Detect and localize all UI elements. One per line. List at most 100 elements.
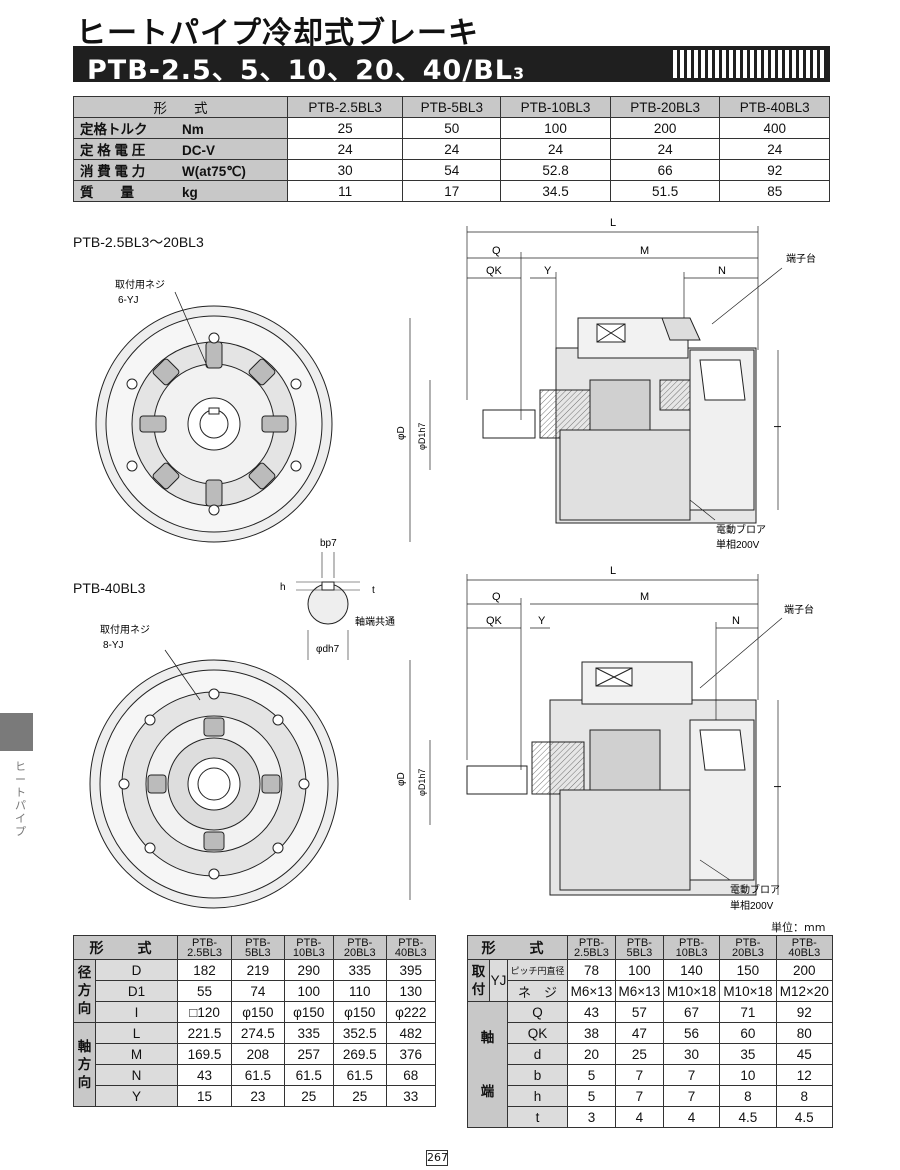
side-dims-bottom	[409, 574, 783, 900]
dim-cell: 4	[662, 1106, 721, 1128]
dim-right-head-label: 形 式	[467, 935, 568, 960]
terminal-label-bottom: 端子台	[784, 603, 814, 616]
svg-text:M: M	[640, 245, 649, 257]
dim-cell: 15	[176, 1085, 233, 1107]
group-radial: 径方向	[73, 959, 96, 1023]
dim-cell: 61.5	[333, 1064, 387, 1086]
blower-spec-bottom: 単相200V	[730, 899, 774, 912]
dim-cell: 45	[775, 1043, 834, 1065]
mount-screw-qty-bottom: 8-YJ	[103, 640, 124, 651]
spec-row-name: 質 量	[80, 185, 134, 200]
dim-cell: 74	[231, 980, 285, 1002]
side-view-top	[482, 317, 757, 524]
spec-cell: 92	[719, 159, 830, 181]
spec-row-unit: W(at75℃)	[182, 164, 246, 179]
dim-symbol: b	[507, 1064, 568, 1086]
dim-cell: □120	[176, 1001, 233, 1023]
dim-symbol: d	[507, 1043, 568, 1065]
dim-cell: 335	[283, 1022, 335, 1044]
spec-cell: 85	[719, 180, 830, 202]
spec-cell: 11	[286, 180, 404, 202]
dim-cell: 10	[719, 1064, 777, 1086]
terminal-label-top: 端子台	[786, 252, 816, 265]
dim-symbol: Q	[507, 1001, 568, 1023]
group-mount: 取付	[467, 959, 490, 1002]
dim-cell: 33	[385, 1085, 436, 1107]
dim-cell: 57	[614, 1001, 664, 1023]
dim-cell: 269.5	[333, 1043, 387, 1065]
dim-cell: 55	[176, 980, 233, 1002]
model-header: PTB- 10BL3	[283, 935, 335, 960]
dim-symbol: QK	[507, 1022, 568, 1044]
dim-symbol: D1	[95, 980, 178, 1002]
spec-model: PTB-20BL3	[609, 96, 721, 118]
dim-cell: φ150	[333, 1001, 387, 1023]
dim-cell: 169.5	[176, 1043, 233, 1065]
spec-row-unit: Nm	[182, 122, 204, 137]
dim-cell: 25	[333, 1085, 387, 1107]
spec-row-name: 定格トルク	[80, 122, 148, 137]
dim-symbol: L	[95, 1022, 178, 1044]
dim-cell: 4	[614, 1106, 664, 1128]
dim-cell: φ150	[231, 1001, 285, 1023]
shaft-common-label: 軸端共通	[355, 615, 395, 628]
side-tab	[0, 713, 33, 751]
dim-cell: 4.5	[775, 1106, 834, 1128]
svg-text:φD1h7: φD1h7	[417, 769, 427, 796]
svg-text:I: I	[773, 425, 784, 428]
page-title: ヒートパイプ冷却式ブレーキ	[76, 16, 479, 51]
svg-text:QK: QK	[486, 265, 503, 277]
dim-cell: 130	[385, 980, 436, 1002]
svg-text:Y: Y	[544, 265, 552, 277]
svg-text:I: I	[773, 785, 784, 788]
dim-cell: 5	[567, 1064, 616, 1086]
dim-cell: 352.5	[333, 1022, 387, 1044]
dim-cell: 71	[719, 1001, 777, 1023]
dim-symbol: N	[95, 1064, 178, 1086]
mount-screw-qty-top: 6-YJ	[118, 295, 139, 306]
model-header: PTB- 5BL3	[231, 935, 285, 960]
dim-cell: 43	[176, 1064, 233, 1086]
dim-cell: 3	[567, 1106, 616, 1128]
model-header: PTB- 2.5BL3	[176, 935, 233, 960]
dim-cell: 150	[719, 959, 777, 981]
dim-cell: 8	[775, 1085, 834, 1107]
drawing-title-bottom: PTB-40BL3	[73, 580, 146, 596]
svg-text:L: L	[610, 217, 616, 229]
dim-cell: 274.5	[231, 1022, 285, 1044]
dim-cell: 80	[775, 1022, 834, 1044]
model-banner: PTB-2.5、5、10、20、40/BL3	[73, 46, 830, 82]
svg-text:M: M	[640, 591, 649, 603]
dim-cell: 219	[231, 959, 285, 981]
dim-cell: M10×18	[662, 980, 721, 1002]
dim-cell: 395	[385, 959, 436, 981]
spec-model: PTB-40BL3	[719, 96, 830, 118]
dim-cell: 56	[662, 1022, 721, 1044]
dim-cell: M6×13	[567, 980, 616, 1002]
side-view-bottom	[466, 661, 757, 896]
drawing-title-top: PTB-2.5BL3～20BL3	[73, 234, 204, 250]
yj-label: YJ	[489, 959, 508, 1002]
dim-cell: 5	[567, 1085, 616, 1107]
mount-symbol: ピッチ円直径	[507, 959, 568, 981]
dim-cell: 100	[614, 959, 664, 981]
dim-cell: 47	[614, 1022, 664, 1044]
mount-screw-label-top: 取付用ネジ	[115, 278, 165, 291]
side-tab-label: ヒートパイプ	[15, 760, 26, 838]
dim-cell: 68	[385, 1064, 436, 1086]
dim-cell: 7	[662, 1085, 721, 1107]
spec-row-label: 定格トルク Nm	[73, 117, 288, 139]
mount-screw-label-bottom: 取付用ネジ	[100, 623, 150, 636]
dim-cell: 8	[719, 1085, 777, 1107]
dim-symbol: D	[95, 959, 178, 981]
unit-note: 単位：mm	[771, 921, 826, 934]
dim-cell: 482	[385, 1022, 436, 1044]
